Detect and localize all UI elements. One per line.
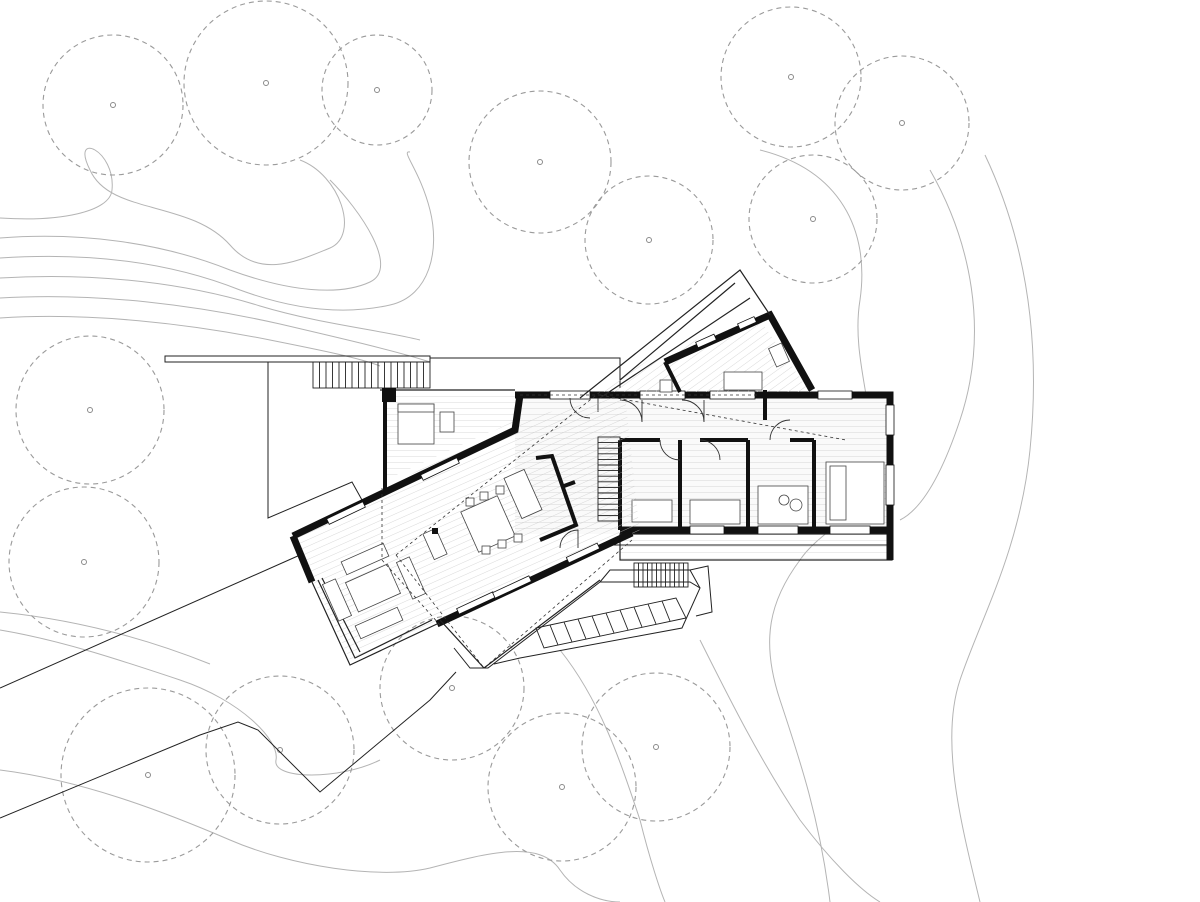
trees xyxy=(8,0,970,863)
living-sofas xyxy=(321,542,427,640)
stair-tread xyxy=(577,618,587,640)
dining-chairs xyxy=(465,485,523,555)
tree xyxy=(748,154,878,284)
stair-tread xyxy=(549,624,559,646)
tree xyxy=(15,335,165,485)
tree xyxy=(321,34,433,146)
stair-tread xyxy=(563,621,573,643)
tree xyxy=(468,90,612,234)
tree xyxy=(584,175,714,305)
stair-tread xyxy=(647,603,657,625)
tree xyxy=(581,672,731,822)
tree xyxy=(42,34,184,176)
stair-tread xyxy=(619,609,629,631)
northeast-wing xyxy=(579,269,816,399)
terrain-contours xyxy=(0,147,1035,902)
tree xyxy=(379,615,525,761)
stair-tread xyxy=(591,615,601,637)
tree xyxy=(8,486,160,638)
stair-south xyxy=(633,562,689,588)
tree xyxy=(205,675,355,825)
tree xyxy=(720,6,862,148)
stair-tread xyxy=(605,612,615,634)
tree xyxy=(487,712,637,862)
tree xyxy=(834,55,970,191)
north-terrace xyxy=(380,388,515,490)
stair-ramp xyxy=(535,597,687,649)
stair-tread xyxy=(633,606,643,628)
main-living-wing xyxy=(289,391,640,669)
roof-outline xyxy=(439,394,847,669)
tree xyxy=(183,0,349,166)
stair-north xyxy=(312,361,431,389)
tree xyxy=(60,687,236,863)
stair-tread xyxy=(661,600,671,622)
